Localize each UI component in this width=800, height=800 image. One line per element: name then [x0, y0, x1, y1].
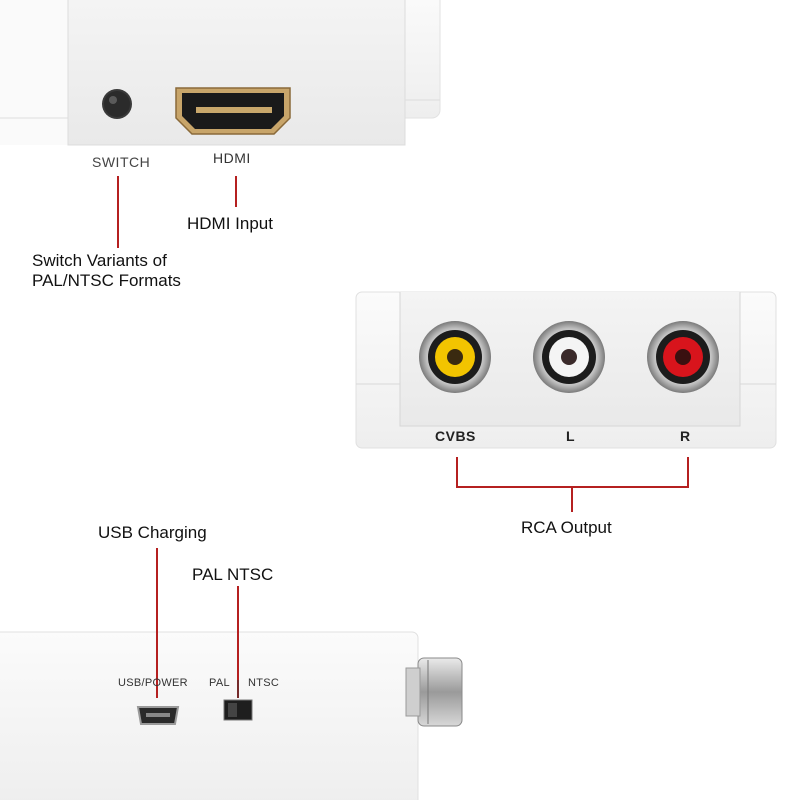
rca-jack-r	[647, 321, 719, 393]
middle-device	[355, 291, 777, 449]
callout-switch-line1: Switch Variants of	[32, 251, 167, 270]
callout-usb-charging: USB Charging	[98, 523, 207, 542]
top-device	[0, 0, 441, 146]
r-label: R	[680, 428, 691, 444]
ntsc-label: NTSC	[248, 677, 280, 689]
usb-port	[136, 706, 180, 725]
hdmi-port	[175, 87, 291, 135]
callout-rca-output: RCA Output	[521, 518, 612, 537]
hdmi-label: HDMI	[213, 150, 251, 166]
rca-jack-cvbs	[419, 321, 491, 393]
callout-hdmi-input: HDMI Input	[187, 214, 273, 233]
usb-power-label: USB/POWER	[118, 677, 188, 689]
rca-jack-l	[533, 321, 605, 393]
bottom-device	[0, 631, 463, 800]
callout-switch-line2: PAL/NTSC Formats	[32, 271, 181, 290]
switch-label: SWITCH	[92, 154, 151, 170]
leader-line-rca	[456, 457, 689, 512]
pal-label: PAL	[209, 677, 230, 689]
leader-lines	[117, 176, 689, 698]
l-label: L	[566, 428, 576, 444]
switch-button	[102, 89, 132, 119]
callout-pal-ntsc: PAL NTSC	[192, 565, 274, 584]
rca-plug-side	[405, 657, 463, 727]
cvbs-label: CVBS	[435, 428, 476, 444]
pal-ntsc-slider	[223, 699, 253, 721]
